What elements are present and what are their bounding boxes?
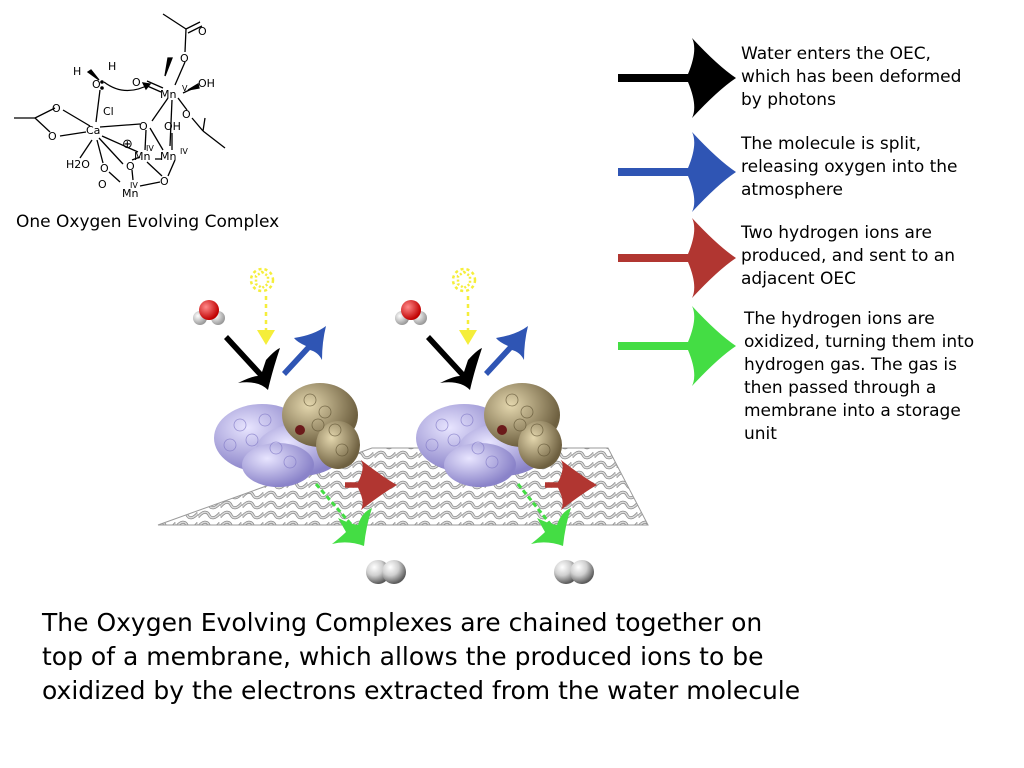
legend-oxidation-text: The hydrogen ions are oxidized, turning …	[744, 309, 975, 444]
atom-oh-mid: OH	[164, 120, 181, 133]
water-entry-arrow-icon	[224, 335, 280, 390]
atom-h-top: H	[108, 60, 116, 73]
atom-o-low4: O	[98, 178, 107, 191]
atom-o-low3: O	[160, 175, 169, 188]
atom-mn-iv-a-ox: IV	[146, 144, 154, 153]
diagram-caption: The Oxygen Evolving Complexes are chaine…	[42, 608, 801, 705]
atom-o-acetate-l2: O	[48, 130, 57, 143]
oec-unit-1	[193, 267, 406, 584]
atom-mn-iv-b-ox: IV	[180, 147, 188, 156]
atom-o-low1: O	[100, 162, 109, 175]
photon-icon	[451, 267, 477, 345]
legend-arrows	[618, 38, 736, 386]
oec-unit-2	[395, 267, 597, 584]
hydrogen-gas-icon	[366, 560, 406, 584]
atom-o-double: O	[198, 25, 207, 38]
atom-o-mid: O	[139, 120, 148, 133]
atom-o: O	[180, 52, 189, 65]
atom-o-acetate-l1: O	[52, 102, 61, 115]
water-molecule-icon	[395, 300, 427, 325]
protein-complex	[214, 383, 360, 487]
atom-oh-right: OH	[198, 77, 215, 90]
plus-charge-icon: ⊕	[122, 137, 133, 152]
water-entry-arrow-icon	[426, 335, 482, 390]
atom-mn-iv-c: Mn	[122, 187, 138, 200]
hydrogen-oxidation-arrow-icon	[314, 483, 372, 546]
protein-complex	[416, 383, 562, 487]
atom-o-water: O	[92, 78, 101, 91]
atom-o-mn: O	[132, 76, 141, 89]
oxygen-release-arrow-icon	[282, 326, 326, 376]
atom-o-acetate-r: O	[182, 108, 191, 121]
legend-arrow-blue-icon	[618, 132, 736, 212]
legend-split-text: The molecule is split, releasing oxygen …	[741, 134, 958, 200]
atom-mn-iv-a: Mn	[134, 150, 150, 163]
atom-ca: Ca	[86, 124, 100, 137]
legend-arrow-red-icon	[618, 218, 736, 298]
legend-water-entry-text: Water enters the OEC, which has been def…	[741, 44, 962, 110]
photon-icon	[249, 267, 275, 345]
oxygen-release-arrow-icon	[484, 326, 528, 376]
atom-mn-v-ox: V	[182, 84, 188, 93]
atom-mn-iv-c-ox: IV	[130, 181, 138, 190]
oec-structure	[14, 13, 226, 187]
legend-arrow-green-icon	[618, 306, 736, 386]
oec-atom-labels: O O H H O O Mn V OH O Cl O O Ca O OH ⊕ M…	[48, 25, 215, 200]
atom-h2o: H2O	[66, 158, 90, 171]
oec-structure-label: One Oxygen Evolving Complex	[16, 212, 280, 232]
atom-o-low2: O	[126, 160, 135, 173]
hydrogen-oxidation-arrow-icon	[516, 483, 571, 546]
atom-mn-iv-b: Mn	[160, 150, 176, 163]
legend-arrow-black-icon	[618, 38, 736, 118]
water-molecule-icon	[193, 300, 225, 325]
atom-mn-v: Mn	[160, 88, 176, 101]
atom-h-left: H	[73, 65, 81, 78]
hydrogen-gas-icon	[554, 560, 594, 584]
atom-cl: Cl	[103, 105, 114, 118]
legend-hydrogen-ions-text: Two hydrogen ions are produced, and sent…	[741, 223, 955, 289]
